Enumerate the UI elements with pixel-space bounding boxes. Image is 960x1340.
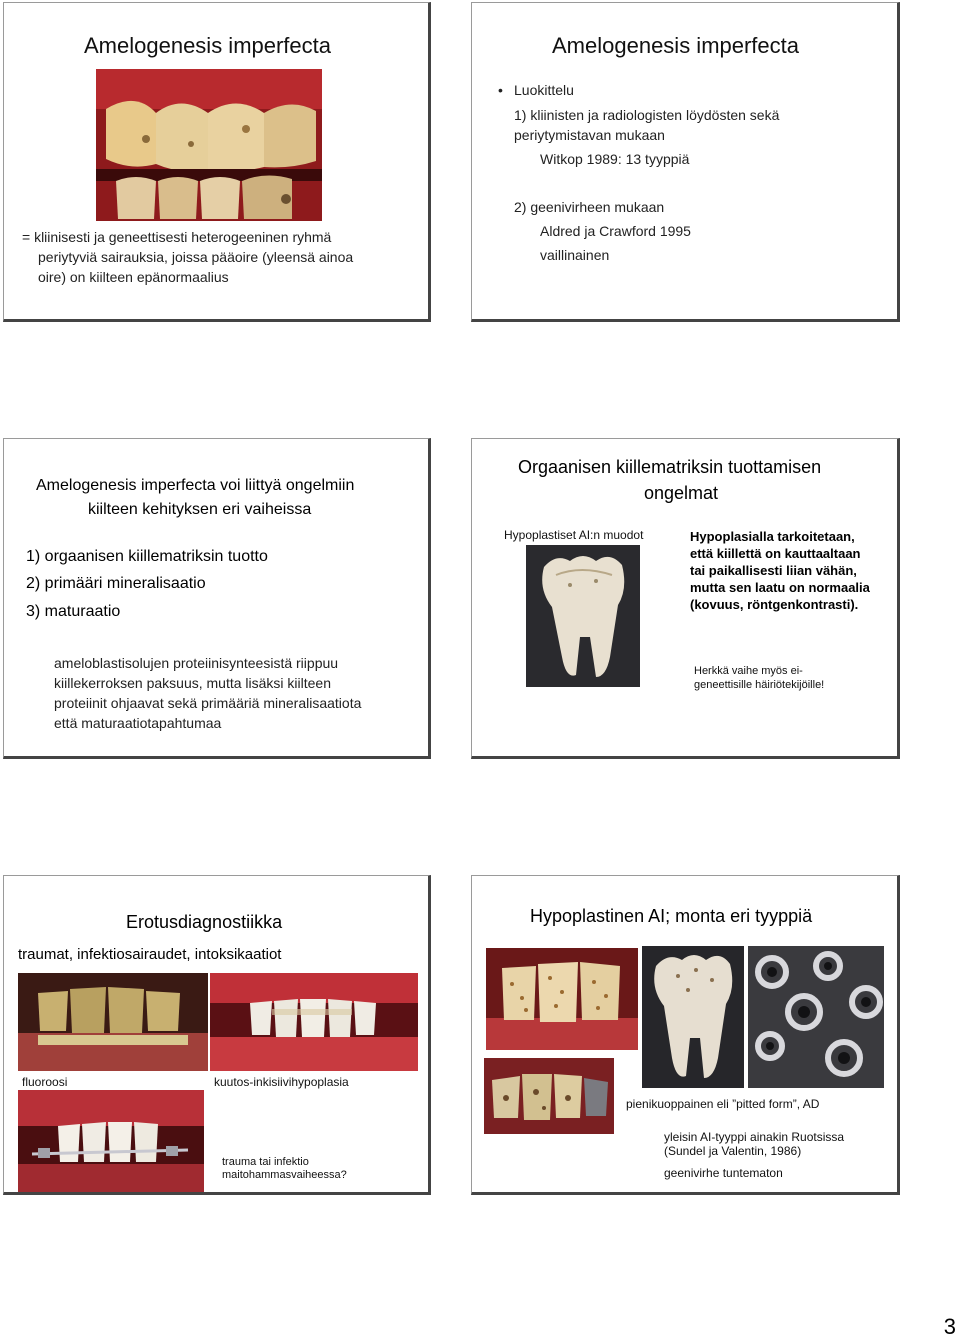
- tooth-photo: [526, 545, 640, 687]
- definition-line-2: periytyviä sairauksia, joissa pääoire (y…: [38, 249, 354, 265]
- unknown-gene-defect-label: geenivirhe tuntematon: [664, 1166, 783, 1180]
- hypoplasia-definition-2: että kiillettä on kauttaaltaan: [690, 546, 861, 561]
- hypoplasia-definition-1: Hypoplasialla tarkoitetaan,: [690, 529, 855, 544]
- class-line-6: vaillinainen: [540, 247, 610, 263]
- slide-4: Orgaanisen kiillematriksin tuottamisen o…: [471, 438, 900, 759]
- stage-item-1: 1) orgaanisen kiillematriksin tuotto: [26, 548, 268, 565]
- page-number: 3: [943, 1314, 956, 1339]
- slide-5: Erotusdiagnostiikka traumat, infektiosai…: [3, 875, 431, 1195]
- most-common-type-label-2: (Sundel ja Valentin, 1986): [664, 1144, 802, 1158]
- sensitive-phase-note-1: Herkkä vaihe myös ei-: [694, 665, 803, 677]
- pitted-form-label: pienikuoppainen eli ”pitted form”, AD: [626, 1097, 820, 1111]
- class-line-1: 1) kliinisten ja radiologisten löydösten…: [514, 107, 780, 123]
- class-line-3: Witkop 1989: 13 tyyppiä: [540, 151, 690, 167]
- definition-line-3: oire) on kiilteen epänormaalius: [38, 269, 229, 285]
- sensitive-phase-note-2: geneettisille häiriötekijöille!: [694, 679, 825, 691]
- paragraph-line-1: ameloblastisolujen proteiinisynteesistä …: [54, 655, 339, 671]
- hypoplasia-definition-5: (kovuus, röntgenkontrasti).: [690, 597, 859, 612]
- trauma-label-1: trauma tai infektio: [222, 1156, 309, 1168]
- slide-1: Amelogenesis imperfecta = kliinisesti ja…: [3, 2, 431, 322]
- slide-3: Amelogenesis imperfecta voi liittyä onge…: [3, 438, 431, 759]
- paragraph-line-2: kiillekerroksen paksuus, mutta lisäksi k…: [54, 675, 331, 691]
- incisor-hypoplasia-photo: [210, 973, 418, 1071]
- pitted-teeth-photo: [486, 948, 638, 1050]
- class-line-2: periytymistavan mukaan: [514, 127, 665, 143]
- trauma-label-2: maitohammasvaiheessa?: [222, 1169, 347, 1181]
- fluorosis-label: fluoroosi: [22, 1075, 68, 1089]
- stage-item-2: 2) primääri mineralisaatio: [26, 575, 206, 592]
- slide-title: Erotusdiagnostiikka: [126, 912, 283, 932]
- incisor-hypoplasia-label: kuutos-inkisiivihypoplasia: [214, 1075, 349, 1089]
- hypoplasia-definition-4: mutta sen laatu on normaalia: [690, 580, 870, 595]
- slide-title-line-2: kiilteen kehityksen eri vaiheissa: [88, 501, 312, 518]
- paragraph-line-4: että maturaatiotapahtumaa: [54, 715, 222, 731]
- trauma-photo: [18, 1090, 204, 1192]
- class-line-4: 2) geenivirheen mukaan: [514, 199, 665, 215]
- classification-heading: Luokittelu: [514, 82, 574, 98]
- slide-title: Hypoplastinen AI; monta eri tyyppiä: [530, 906, 813, 926]
- most-common-type-label-1: yleisin AI-tyyppi ainakin Ruotsissa: [664, 1130, 845, 1144]
- definition-line-1: = kliinisesti ja geneettisesti heterogee…: [22, 229, 332, 245]
- hypoplasia-definition-3: tai paikallisesti liian vähän,: [690, 563, 857, 578]
- slide-title: Amelogenesis imperfecta: [84, 33, 332, 58]
- extracted-tooth-photo: [642, 946, 744, 1088]
- bullet-icon: •: [498, 82, 503, 98]
- stage-item-3: 3) maturaatio: [26, 603, 121, 620]
- hypoplastic-caption: Hypoplastiset AI:n muodot: [504, 528, 644, 542]
- slide-2: Amelogenesis imperfecta • Luokittelu 1) …: [471, 2, 900, 322]
- slide-title-line-1: Orgaanisen kiillematriksin tuottamisen: [518, 457, 822, 477]
- slide-title: Amelogenesis imperfecta: [552, 33, 800, 58]
- pitted-form-closeup-photo: [484, 1058, 614, 1134]
- fluorosis-photo: [18, 973, 208, 1071]
- class-line-5: Aldred ja Crawford 1995: [540, 223, 691, 239]
- slide-subtitle: traumat, infektiosairaudet, intoksikaati…: [18, 946, 282, 963]
- slide-title-line-1: Amelogenesis imperfecta voi liittyä onge…: [36, 477, 355, 494]
- slide-title-line-2: ongelmat: [644, 483, 719, 503]
- paragraph-line-3: proteiinit ohjaavat sekä primääriä miner…: [54, 695, 362, 711]
- sem-pits-photo: [748, 946, 884, 1088]
- teeth-photo: [96, 69, 322, 221]
- slide-6: Hypoplastinen AI; monta eri tyyppiä: [471, 875, 900, 1195]
